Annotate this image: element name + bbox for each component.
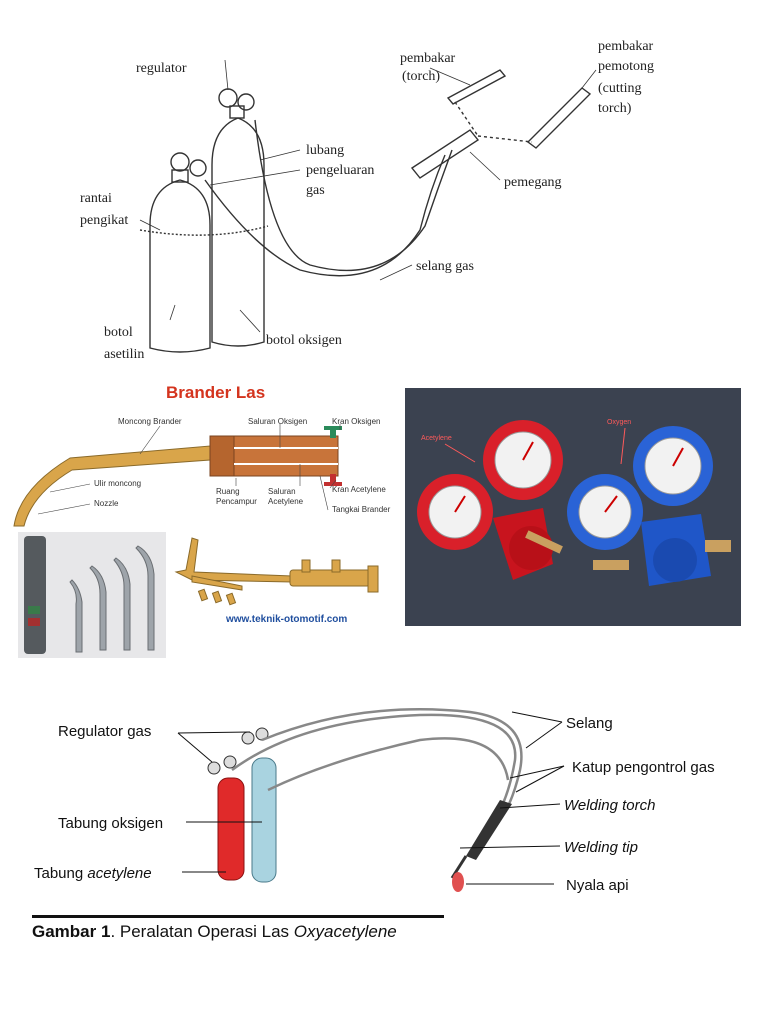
figure-oxyacetylene-set-sketch: regulator pembakar (torch) pembakar pemo… [80, 39, 654, 362]
svg-text:Pencampur: Pencampur [216, 497, 257, 506]
caption-number: Gambar 1 [32, 922, 111, 941]
label-kran-oksigen: Kran Oksigen [332, 417, 380, 426]
label-pembakar: pembakar [400, 51, 456, 66]
acetylene-regulator [417, 420, 563, 580]
figure-caption: Gambar 1. Peralatan Operasi Las Oxyacety… [32, 915, 444, 942]
acetylene-tank-drawing [149, 179, 211, 353]
label-regulator-gas: Regulator gas [58, 723, 151, 740]
label-pemegang: pemegang [504, 175, 562, 190]
label-botol-oksigen: botol oksigen [266, 333, 342, 348]
label-acetylene: Acetylene [421, 435, 452, 442]
figure-oxyacetylene-operation: Regulator gas Tabung oksigen Tabung acet… [34, 708, 715, 894]
label-selang-gas: selang gas [416, 259, 474, 274]
svg-text:pengikat: pengikat [80, 213, 128, 228]
label-saluran-acetylene: Saluran [268, 487, 296, 496]
label-saluran-oksigen: Saluran Oksigen [248, 417, 307, 426]
label-pembakar-pemotong: pembakar [598, 39, 654, 54]
oxygen-tank-drawing [211, 117, 265, 347]
label-oxygen: Oxygen [607, 419, 631, 426]
label-welding-tip: Welding tip [564, 839, 638, 856]
label-nyala-api: Nyala api [566, 877, 629, 894]
label-cutting-torch: (cutting [598, 81, 642, 96]
caption-italic: Oxyacetylene [293, 922, 397, 941]
label-ruang-pencampur: Ruang [216, 487, 240, 496]
label-moncong-brander: Moncong Brander [118, 417, 182, 426]
website-link[interactable]: www.teknik-otomotif.com [226, 614, 348, 625]
label-tangkai-brander: Tangkai Brander [332, 505, 391, 514]
oxygen-regulator [567, 426, 731, 586]
label-ulir-moncong: Ulir moncong [94, 479, 141, 488]
photo-regulator-gauges: Acetylene Oxygen [405, 388, 741, 626]
svg-text:Acetylene: Acetylene [268, 497, 304, 506]
label-welding-torch: Welding torch [564, 797, 655, 814]
photo-brass-torch [174, 537, 379, 606]
svg-text:asetilin: asetilin [104, 347, 144, 362]
figure-brander-las: Moncong Brander Saluran Oksigen Kran Oks… [13, 417, 391, 527]
label-torch: (torch) [402, 69, 440, 84]
caption-text: . Peralatan Operasi Las [110, 922, 294, 941]
flame [452, 872, 464, 892]
oxygen-tank [251, 757, 277, 883]
label-lubang-pengeluaran-gas: lubang [306, 143, 344, 158]
photo-nozzle-tips [18, 532, 166, 658]
label-rantai-pengikat: rantai [80, 191, 112, 206]
label-kran-acetylene: Kran Acetylene [332, 485, 386, 494]
acetylene-tank [217, 777, 245, 881]
svg-text:pemotong: pemotong [598, 59, 654, 74]
torch-handle-drawing [410, 129, 480, 179]
label-selang: Selang [566, 715, 613, 732]
label-tabung-acetylene: Tabung acetylene [34, 865, 152, 882]
svg-text:pengeluaran: pengeluaran [306, 163, 374, 178]
svg-text:gas: gas [306, 183, 325, 198]
label-regulator: regulator [136, 61, 187, 76]
label-botol-asetilin: botol [104, 325, 133, 340]
welding-torch [466, 800, 512, 860]
brander-title: Brander Las [166, 383, 266, 402]
label-katup-pengontrol-gas: Katup pengontrol gas [572, 759, 715, 776]
label-nozzle: Nozzle [94, 499, 119, 508]
svg-text:torch): torch) [598, 101, 632, 116]
label-tabung-oksigen: Tabung oksigen [58, 815, 163, 832]
